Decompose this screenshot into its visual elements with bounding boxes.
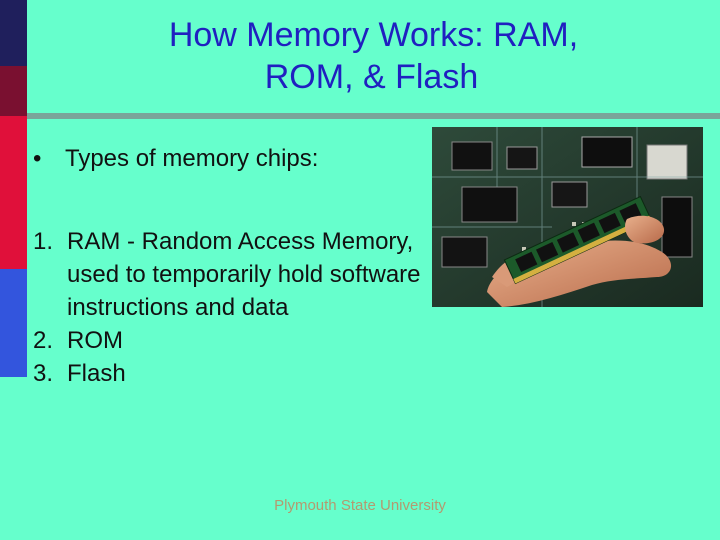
footer-label: Plymouth State University (274, 497, 446, 514)
bullet-text: Types of memory chips: (65, 145, 319, 172)
bullet-item: • Types of memory chips: (33, 145, 318, 173)
ram-photo-illustration (432, 127, 703, 307)
list-text: Flash (67, 360, 126, 387)
list-text: ROM (67, 327, 123, 354)
list-number: 1. (33, 228, 54, 255)
title-area (27, 0, 720, 113)
footer-text: Plymouth State University (0, 497, 720, 514)
accent-mint (0, 377, 27, 540)
accent-red (0, 116, 27, 269)
left-accent-bar (0, 0, 27, 540)
slide-title: How Memory Works: RAM, ROM, & Flash (27, 14, 720, 98)
list-number: 3. (33, 360, 54, 387)
accent-navy (0, 0, 27, 66)
list-item: 3. Flash (33, 357, 433, 390)
list-number: 2. (33, 327, 54, 354)
bullet-marker: • (33, 145, 42, 172)
list-item: 2. ROM (33, 324, 433, 357)
ram-photo (432, 127, 703, 307)
accent-darkred (0, 66, 27, 116)
list-item: 1. RAM - Random Access Memory, used to t… (33, 225, 433, 324)
numbered-list: 1. RAM - Random Access Memory, used to t… (33, 225, 433, 390)
accent-blue (0, 269, 27, 377)
title-underline-shadow (27, 113, 720, 119)
title-line-1: How Memory Works: RAM, (168, 16, 579, 54)
title-line-2: ROM, & Flash (264, 58, 479, 96)
list-text: RAM - Random Access Memory, used to temp… (67, 228, 421, 321)
